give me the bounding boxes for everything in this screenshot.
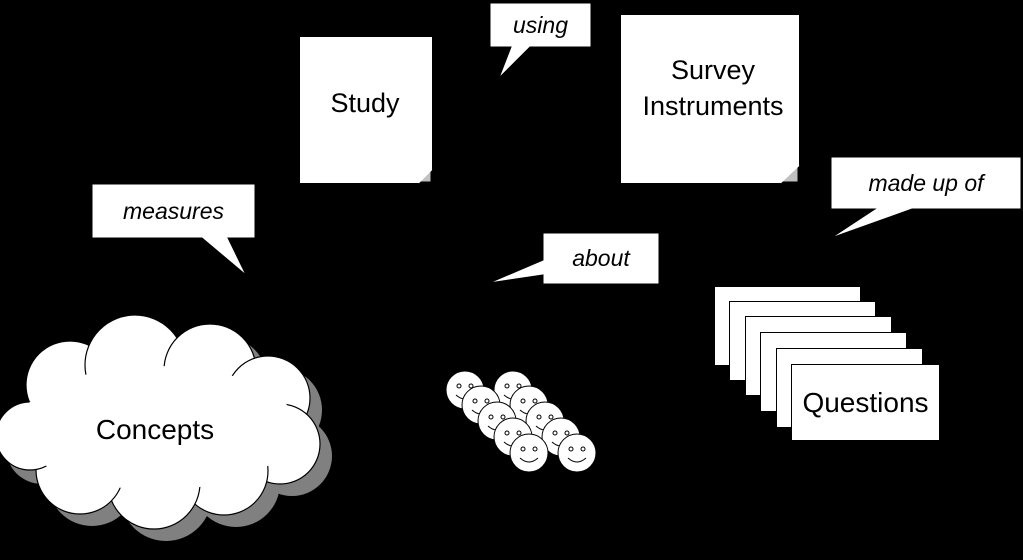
study-label: Study [330, 88, 400, 118]
callout-using-bubble [489, 2, 592, 79]
question-card-front [791, 364, 940, 441]
callout-using-text: using [513, 11, 568, 38]
callout-about-bubble [488, 232, 660, 285]
smiley-face-icon [509, 433, 549, 473]
study-document [299, 36, 433, 184]
people-group [445, 370, 597, 473]
callout-about-text: about [572, 245, 630, 271]
survey-instruments-document [620, 14, 800, 184]
smiley-face-icon [557, 433, 597, 473]
concepts-label: Concepts [95, 414, 215, 445]
callout-made-up-of-bubble [830, 156, 1022, 239]
callout-measures-bubble [91, 183, 256, 276]
cloud-fill [17, 366, 297, 490]
questions-label: Questions [802, 386, 929, 418]
callout-measures-text: measures [123, 197, 224, 224]
survey-instruments-label: Survey Instruments [642, 55, 784, 121]
callout-made-up-of-text: made up of [868, 169, 984, 196]
